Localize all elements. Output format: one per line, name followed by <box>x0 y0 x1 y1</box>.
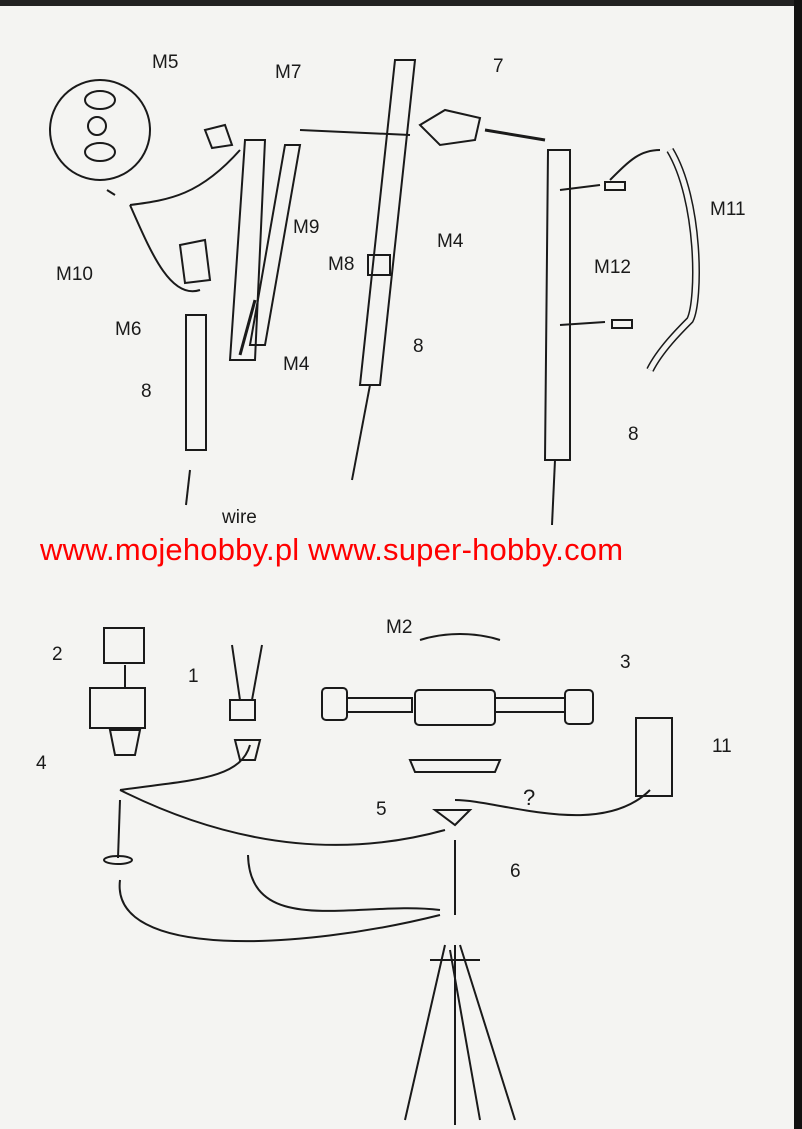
arrow <box>299 129 411 136</box>
label-1: 1 <box>188 666 199 687</box>
pole-right <box>543 149 571 461</box>
wire-line <box>129 204 201 293</box>
scan-edge-top <box>0 0 802 6</box>
label-2: 2 <box>52 644 63 665</box>
pole-center <box>358 59 417 386</box>
label-m4-center: M4 <box>437 231 464 252</box>
scope-1 <box>229 644 263 761</box>
label-5: 5 <box>376 799 387 820</box>
label-4: 4 <box>36 753 47 774</box>
arrow <box>119 789 446 846</box>
part-m5 <box>203 123 234 150</box>
part-m4-left <box>228 139 267 361</box>
detail-circle <box>49 79 151 196</box>
label-m2: M2 <box>386 617 413 638</box>
tripod <box>404 944 516 1125</box>
label-6: 6 <box>510 861 521 882</box>
label-m6: M6 <box>115 319 142 340</box>
label-m5: M5 <box>152 52 179 73</box>
part-m6 <box>178 238 212 285</box>
label-m7: M7 <box>275 62 302 83</box>
label-question: ? <box>523 785 536 810</box>
part-7 <box>418 108 482 147</box>
label-11: 11 <box>712 736 732 757</box>
label-3: 3 <box>620 652 631 673</box>
watermark-text: www.mojehobby.pl www.super-hobby.com <box>40 532 624 567</box>
label-m12: M12 <box>594 257 631 278</box>
label-m8: M8 <box>328 254 355 275</box>
wire-rod <box>185 469 191 506</box>
scan-edge-right <box>794 0 802 1129</box>
label-m4-left: M4 <box>283 354 310 375</box>
label-8-center: 8 <box>413 336 424 357</box>
pole-left <box>185 314 207 451</box>
label-7: 7 <box>493 56 504 77</box>
binocular-3 <box>321 633 594 827</box>
label-8-right: 8 <box>628 424 639 445</box>
binocular-2 <box>89 627 146 756</box>
part-11 <box>635 717 673 797</box>
label-m9: M9 <box>293 217 320 238</box>
label-m10: M10 <box>56 264 93 285</box>
label-m11: M11 <box>710 199 746 220</box>
wire-line <box>129 149 241 206</box>
label-8-left: 8 <box>141 381 152 402</box>
label-wire: wire <box>222 507 257 528</box>
